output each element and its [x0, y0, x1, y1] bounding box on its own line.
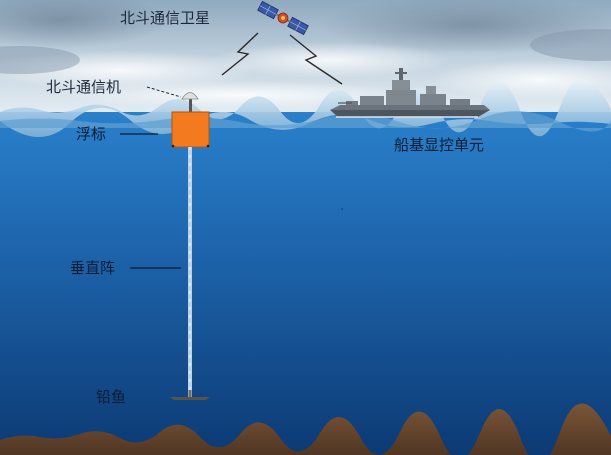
label-comm-unit: 北斗通信机 [46, 78, 122, 96]
label-sinker: 铅鱼 [96, 388, 127, 406]
seabed [0, 403, 611, 455]
vertical-array-cable [188, 147, 192, 397]
warship-icon [330, 68, 490, 118]
sea [0, 112, 611, 455]
sea-surface-band [0, 111, 611, 132]
label-ship-unit: 船基显控单元 [394, 136, 485, 154]
label-buoy: 浮标 [76, 125, 107, 143]
label-vertical-array: 垂直阵 [70, 259, 116, 277]
label-satellite: 北斗通信卫星 [120, 9, 211, 27]
sinker-weight-icon [170, 390, 210, 400]
leader-comm-unit [146, 86, 182, 98]
satellite-icon [257, 0, 309, 36]
orange-buoy-icon [171, 111, 210, 148]
dome-antenna-icon [181, 92, 199, 112]
signal-link-buoy-icon [221, 32, 259, 76]
signal-link-ship-icon [289, 34, 343, 85]
